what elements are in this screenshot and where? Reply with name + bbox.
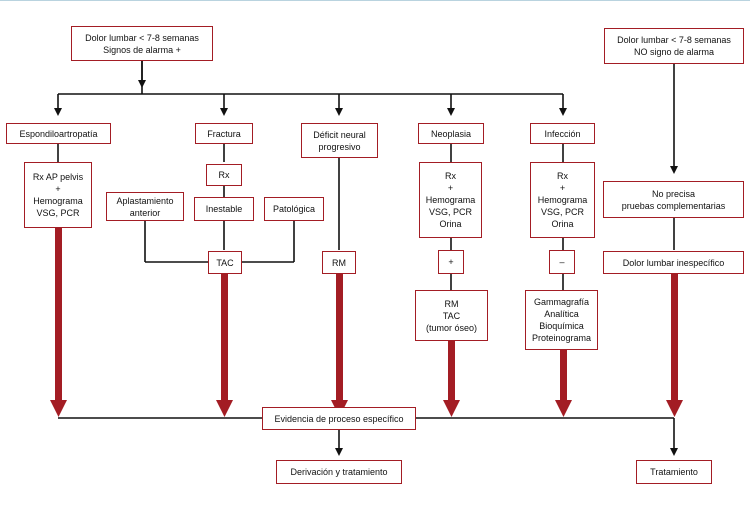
infeccion-studies-box: Gammagrafía Analítica Bioquímica Protein… [525, 290, 598, 350]
thick-arrow [50, 228, 67, 417]
deficit-neural-box: Déficit neural progresivo [301, 123, 378, 158]
thick-arrow [666, 274, 683, 417]
thick-arrow [216, 274, 233, 417]
patologica-box: Patológica [264, 197, 324, 221]
tratamiento-box: Tratamiento [636, 460, 712, 484]
rm-box: RM [322, 251, 356, 274]
negative-result-box: – [549, 250, 575, 274]
alarm-signs-box: Dolor lumbar < 7-8 semanas Signos de ala… [71, 26, 213, 61]
tac-box: TAC [208, 251, 242, 274]
inestable-box: Inestable [194, 197, 254, 221]
thick-arrow [331, 274, 348, 417]
aplastamiento-box: Aplastamiento anterior [106, 192, 184, 221]
thick-arrow [443, 341, 460, 417]
derivacion-box: Derivación y tratamiento [276, 460, 402, 484]
fractura-rx-box: Rx [206, 164, 242, 186]
neoplasia-box: Neoplasia [418, 123, 484, 144]
thick-arrow [555, 350, 572, 417]
espondilo-tests-box: Rx AP pelvis + Hemograma VSG, PCR [24, 162, 92, 228]
fractura-box: Fractura [195, 123, 253, 144]
neoplasia-tests-box: Rx + Hemograma VSG, PCR Orina [419, 162, 482, 238]
lumbar-inespecifico-box: Dolor lumbar inespecífico [603, 251, 744, 274]
infeccion-tests-box: Rx + Hemograma VSG, PCR Orina [530, 162, 595, 238]
evidencia-box: Evidencia de proceso específico [262, 407, 416, 430]
espondiloartropatia-box: Espondiloartropatía [6, 123, 111, 144]
top-divider [0, 0, 750, 1]
infeccion-box: Infección [530, 123, 595, 144]
neoplasia-imaging-box: RM TAC (tumor óseo) [415, 290, 488, 341]
no-alarm-box: Dolor lumbar < 7-8 semanas NO signo de a… [604, 28, 744, 64]
positive-result-box: + [438, 250, 464, 274]
no-precisa-box: No precisa pruebas complementarias [603, 181, 744, 218]
